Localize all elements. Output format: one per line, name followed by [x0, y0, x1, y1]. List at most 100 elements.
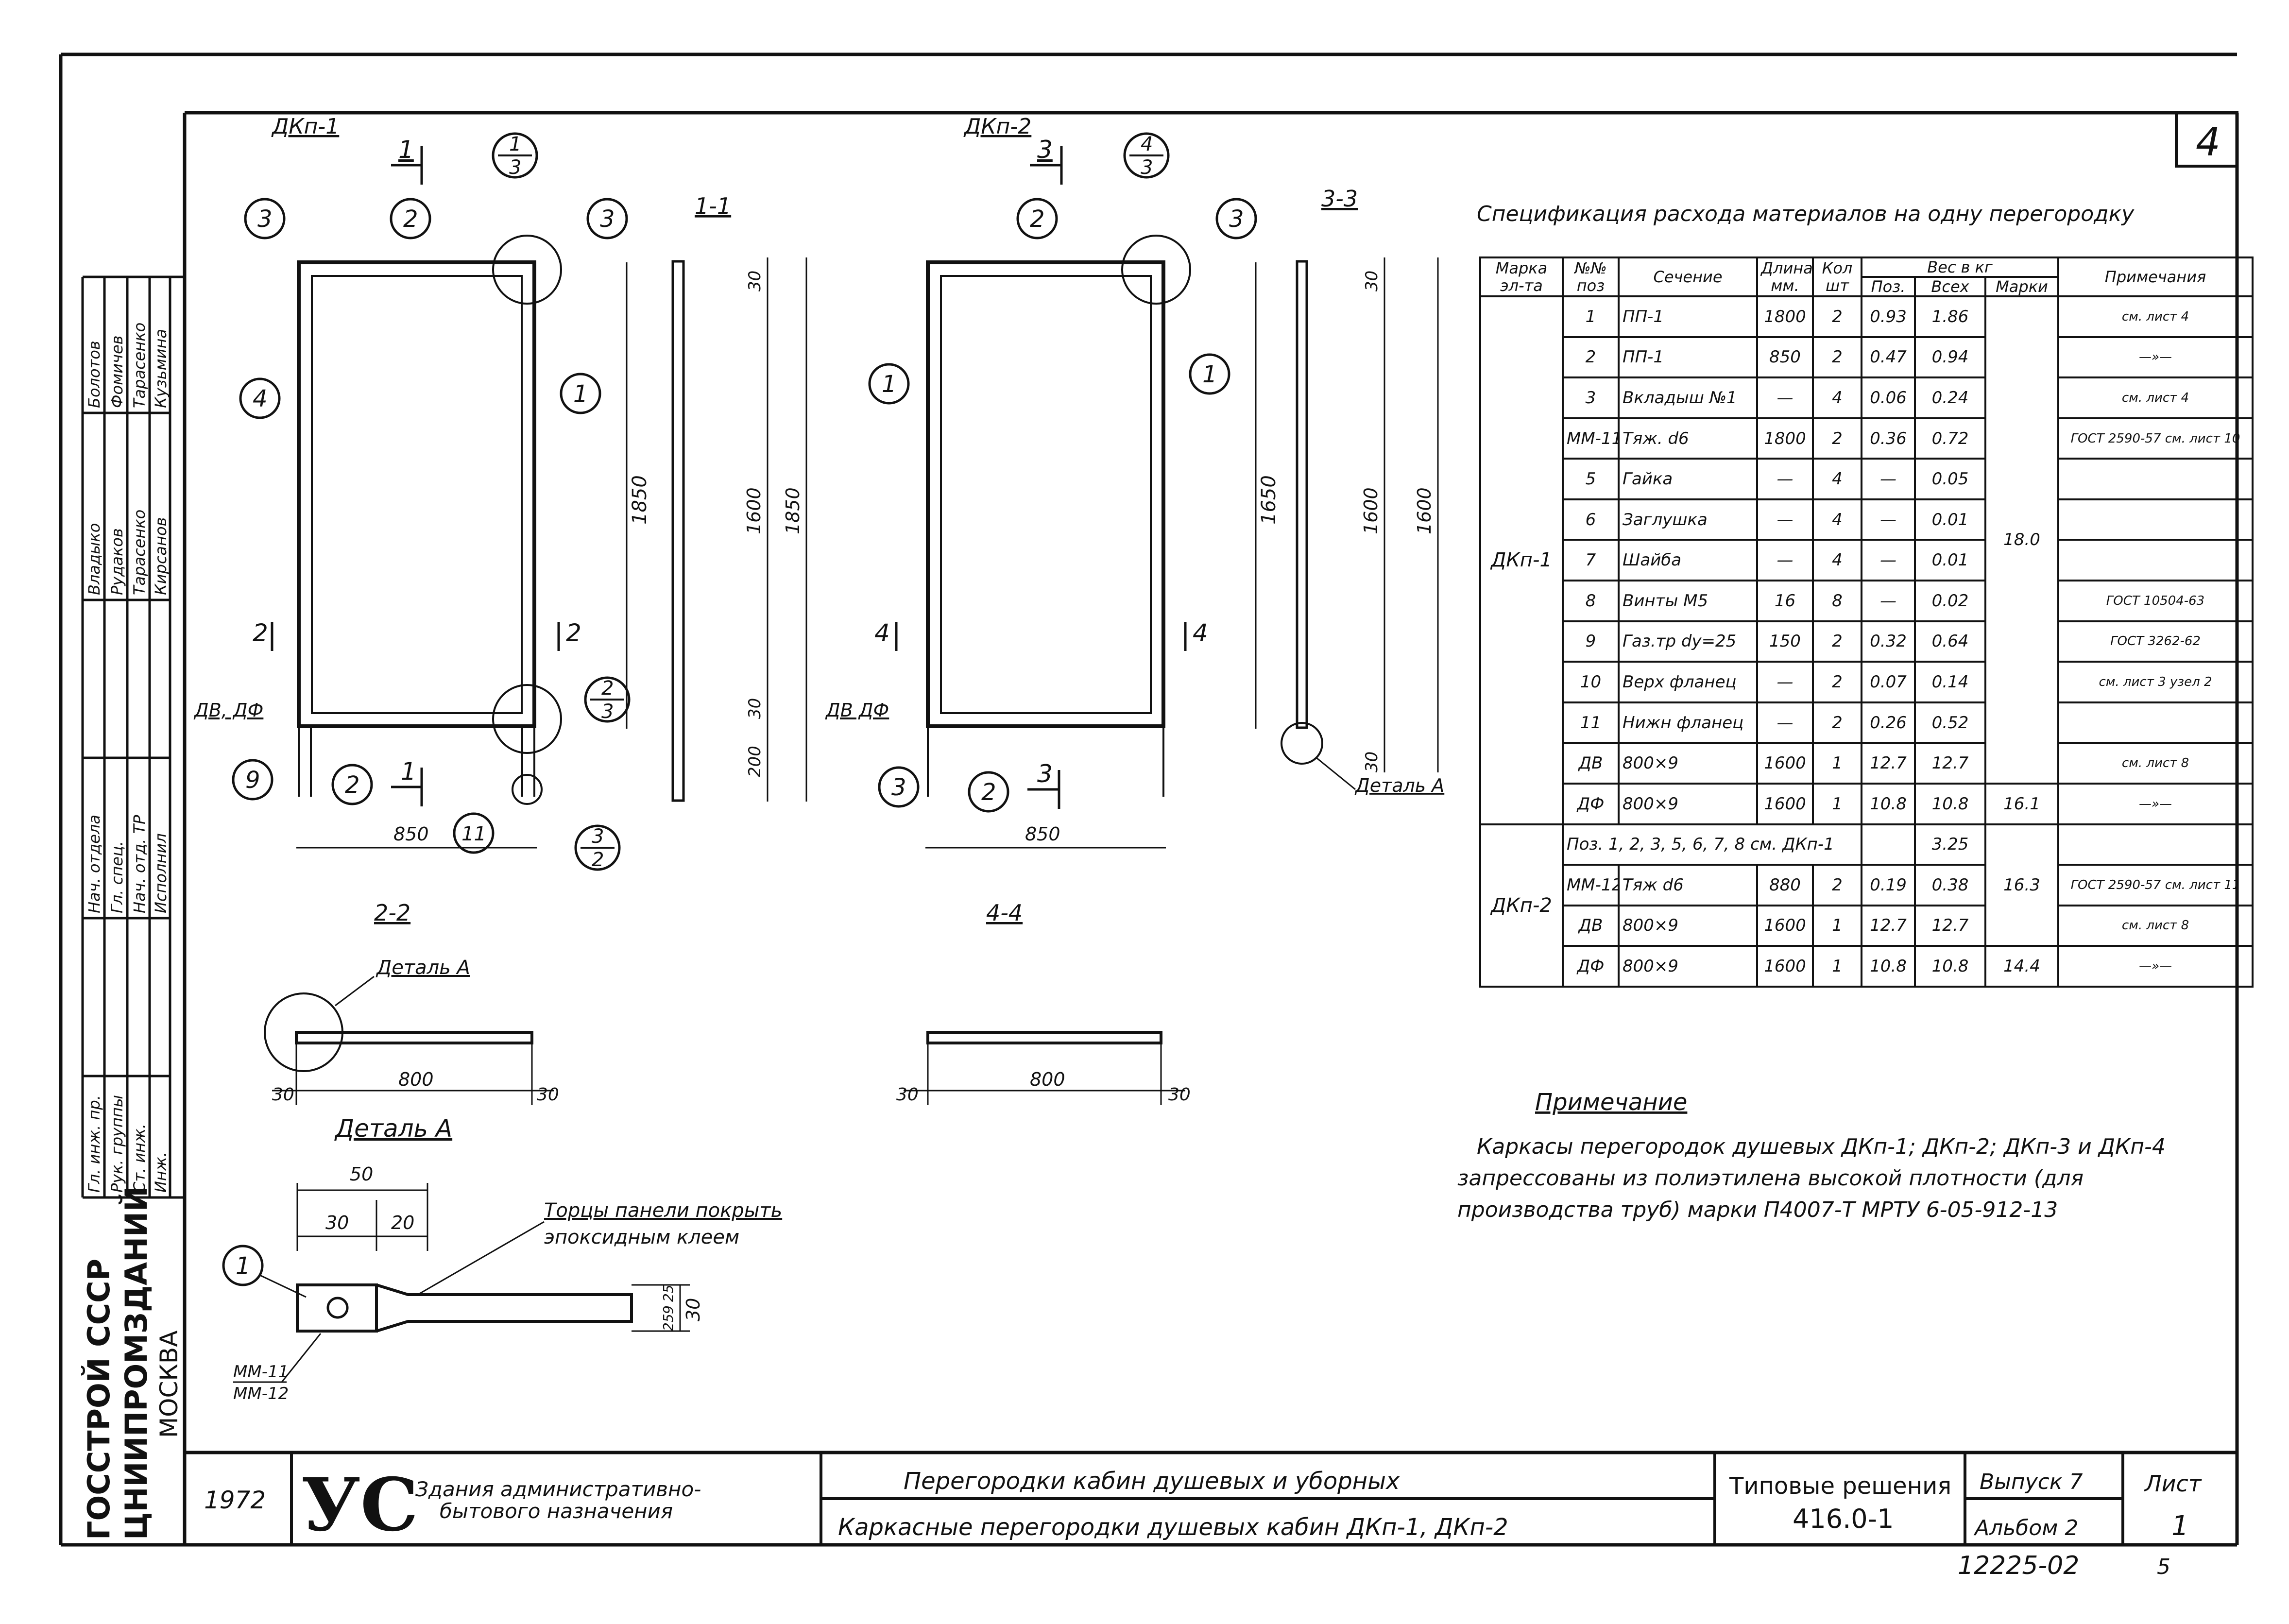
spec-cell: 1600 — [1756, 742, 1814, 785]
spec-cell: — — [1756, 498, 1814, 541]
spec-cell: 4 — [1812, 539, 1862, 582]
spec-header-wmark: Марки — [1984, 276, 2060, 297]
spec-cell: Вкладыш №1 — [1618, 376, 1758, 419]
spec-cell: ММ-12 — [1562, 864, 1620, 906]
spec-cell: 0.05 — [1914, 458, 1986, 500]
dim-20: 20 — [391, 1212, 414, 1233]
role-7: Нач. отд. ТР — [130, 815, 149, 913]
spec-header-pos: №№ поз — [1562, 256, 1620, 297]
spec-cell — [2057, 701, 2254, 744]
spec-cell: 16.3 — [1984, 823, 2060, 947]
spec-cell: 8 — [1562, 580, 1620, 622]
callout-11: 11 — [461, 823, 486, 845]
org-gosstroy: ГОССТРОЙ СССР — [81, 1259, 117, 1540]
spec-cell: Верх фланец — [1618, 661, 1758, 703]
note-line-3: производства труб) марки П4007-Т МРТУ 6-… — [1457, 1197, 2058, 1222]
spec-header-wall: Всех — [1914, 276, 1986, 297]
label-dv-df: ДВ, ДФ — [193, 700, 263, 721]
spec-cell: 0.72 — [1914, 417, 1986, 460]
spec-cell — [2057, 498, 2254, 541]
dim-30-b: 30 — [745, 698, 765, 719]
spec-cell: 0.24 — [1914, 376, 1986, 419]
spec-cell: —»— — [2057, 336, 2254, 379]
name-4: Кирсанов — [152, 517, 170, 595]
title-sheet: 1 — [2171, 1510, 2189, 1542]
title-corner: 5 — [2157, 1555, 2170, 1579]
role-5: Нач. отдела — [85, 815, 103, 913]
cut-marker-2-left: 2 — [253, 619, 268, 647]
dim-1600-c: 1600 — [1414, 487, 1435, 534]
spec-cell: — — [1861, 539, 1916, 582]
spec-cell: 12.7 — [1914, 742, 1986, 785]
spec-cell: — — [1756, 458, 1814, 500]
spec-cell: 1800 — [1756, 295, 1814, 338]
callout-4: 4 — [253, 385, 268, 412]
spec-cell: 9 — [1562, 620, 1620, 663]
spec-cell: 0.94 — [1914, 336, 1986, 379]
spec-cell: Газ.тр dу=25 — [1618, 620, 1758, 663]
label-detail-a-ref: Деталь А — [376, 957, 470, 979]
spec-cell: 1 — [1812, 782, 1862, 825]
callout-3d: 3 — [891, 774, 906, 801]
org-city: МОСКВА — [155, 1331, 183, 1438]
spec-header-length: Длина мм. — [1756, 256, 1814, 297]
label-detail-a: Деталь А — [334, 1114, 452, 1143]
role-3: Ст. инж. — [130, 1124, 149, 1193]
spec-cell: ДФ — [1562, 945, 1620, 988]
spec-cell: 1 — [1812, 904, 1862, 947]
spec-cell: — — [1861, 498, 1916, 541]
spec-header-mark: Марка эл-та — [1479, 256, 1564, 297]
spec-header-note: Примечания — [2057, 256, 2254, 297]
frac-3-2-top: 3 — [592, 825, 604, 848]
spec-cell: 0.38 — [1914, 864, 1986, 906]
dim-800-b: 800 — [1030, 1069, 1065, 1090]
spec-cell: —»— — [2057, 782, 2254, 825]
spec-cell: ГОСТ 10504-63 — [2057, 580, 2254, 622]
spec-cell: 10.8 — [1861, 782, 1916, 825]
title-main-1: Перегородки кабин душевых и уборных — [904, 1468, 1400, 1495]
detail-a: Деталь А 50 30 20 25 9 25 30 1 ММ-11 ММ-… — [222, 1114, 782, 1403]
spec-cell: ММ-11 — [1562, 417, 1620, 460]
spec-cell: см. лист 4 — [2057, 376, 2254, 419]
spec-cell: Тяж. d6 — [1618, 417, 1758, 460]
name-8: Кузьмина — [152, 329, 170, 408]
spec-cell: 16.1 — [1984, 782, 2060, 825]
spec-cell: ПП-1 — [1618, 336, 1758, 379]
role-1: Гл. инж. пр. — [85, 1095, 103, 1193]
spec-cell: ГОСТ 2590-57 см. лист 11 — [2057, 864, 2254, 906]
spec-cell: Шайба — [1618, 539, 1758, 582]
spec-cell: 0.07 — [1861, 661, 1916, 703]
spec-cell: 2 — [1812, 701, 1862, 744]
spec-cell: ДВ — [1562, 904, 1620, 947]
spec-cell: см. лист 4 — [2057, 295, 2254, 338]
title-album: Альбом 2 — [1973, 1516, 2078, 1540]
cut-marker-3-bottom: 3 — [1037, 760, 1053, 788]
title-block: 1972 УС Здания административно- бытового… — [204, 1453, 2202, 1580]
title-issue: Выпуск 7 — [1980, 1470, 2083, 1494]
label-dkp1: ДКп-1 — [271, 114, 339, 139]
spec-cell: 5 — [1562, 458, 1620, 500]
spec-cell: 1 — [1812, 742, 1862, 785]
spec-cell: 11 — [1562, 701, 1620, 744]
spec-cell: 0.26 — [1861, 701, 1916, 744]
label-dv-df-2: ДВ ДФ — [825, 700, 889, 721]
spec-cell: 10.8 — [1914, 782, 1986, 825]
spec-cell: 1 — [1812, 945, 1862, 988]
frac-1-3-bot: 3 — [509, 156, 521, 179]
spec-cell: 0.19 — [1861, 864, 1916, 906]
spec-cell — [2057, 458, 2254, 500]
spec-cell: 12.7 — [1914, 904, 1986, 947]
spec-cell: ГОСТ 3262-62 — [2057, 620, 2254, 663]
name-2: Рудаков — [108, 528, 126, 595]
title-inventory: 12225-02 — [1958, 1551, 2079, 1580]
spec-cell: 6 — [1562, 498, 1620, 541]
spec-cell: 0.52 — [1914, 701, 1986, 744]
section-3-3: 3-3 30 1600 1600 30 Деталь А — [1281, 186, 1444, 796]
spec-cell: ДВ — [1562, 742, 1620, 785]
spec-header-qty: Кол шт — [1812, 256, 1862, 297]
spec-cell-empty — [2057, 823, 2254, 866]
